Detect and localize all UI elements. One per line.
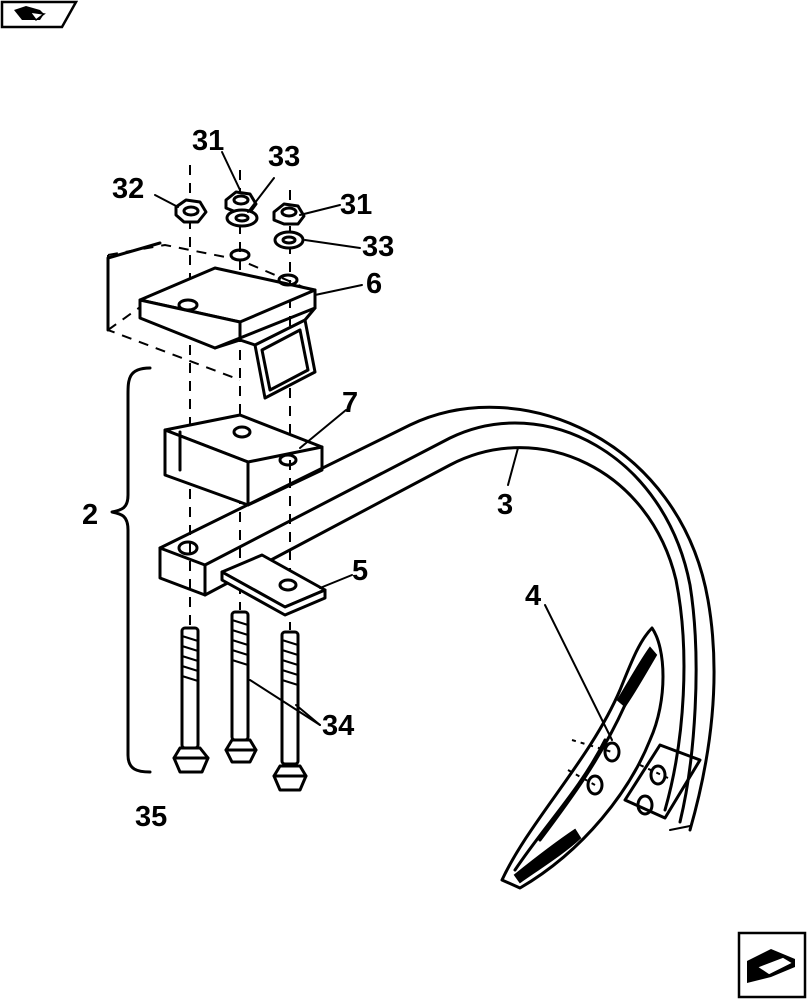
callout-33-top: 33 [268, 141, 300, 173]
callout-35: 35 [135, 801, 167, 833]
callout-6: 6 [366, 268, 382, 300]
callout-2: 2 [82, 499, 98, 531]
page-back-arrow-icon[interactable] [0, 0, 78, 30]
callout-3: 3 [497, 489, 513, 521]
part-31-nut-right [272, 202, 306, 250]
callout-7: 7 [342, 387, 358, 419]
callout-4: 4 [525, 580, 541, 612]
part-31-nut-left [224, 190, 259, 228]
callout-31-right: 31 [340, 189, 372, 221]
part-3-curved-shank [158, 405, 716, 832]
part-34-35-bolts [172, 610, 308, 792]
part-4-point [500, 626, 702, 890]
part-7-angle-bracket [163, 413, 324, 507]
callout-34: 34 [322, 710, 354, 742]
callout-5: 5 [352, 555, 368, 587]
callout-32: 32 [112, 173, 144, 205]
part-5-lower-plate [220, 553, 327, 617]
callout-33-right: 33 [362, 231, 394, 263]
callout-31-top: 31 [192, 125, 224, 157]
assembly-2-bracket [110, 366, 152, 774]
part-32-nut [174, 198, 208, 224]
page-forward-arrow-icon[interactable] [737, 931, 807, 999]
part-6-clamp-plate [138, 248, 317, 400]
